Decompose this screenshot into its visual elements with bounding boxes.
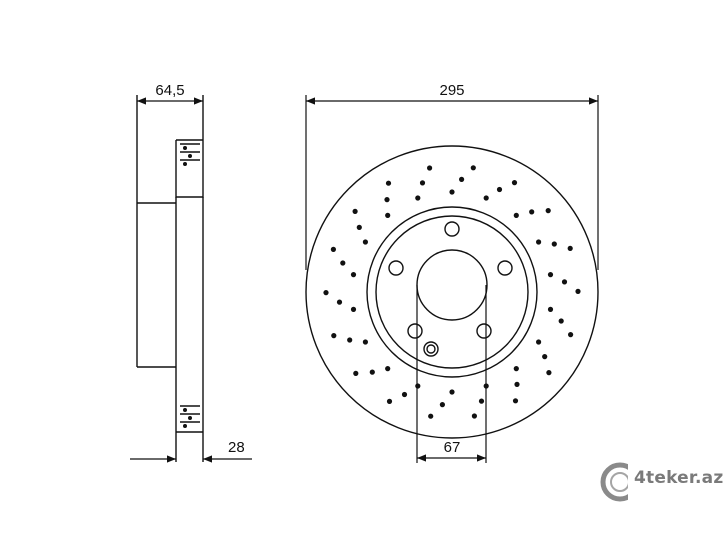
drill-hole — [536, 239, 542, 245]
drill-hole — [568, 332, 574, 338]
drill-hole — [350, 272, 357, 278]
drill-hole — [542, 354, 548, 360]
drill-hole — [385, 180, 392, 186]
drill-hole — [347, 337, 353, 343]
locating-screw-inner — [426, 344, 436, 354]
hat-outer-circle — [366, 206, 538, 378]
drill-hole — [513, 366, 519, 372]
drill-hole — [369, 369, 375, 375]
drill-hole — [545, 208, 551, 214]
ring-top — [175, 140, 204, 198]
drill-hole — [547, 272, 554, 278]
drill-hole — [439, 402, 445, 408]
drill-hole — [449, 189, 455, 195]
watermark-text: 4teker.az — [634, 468, 724, 488]
drill-hole — [427, 165, 433, 171]
drill-hole — [470, 165, 476, 171]
drill-hole — [513, 212, 519, 218]
drill-hole — [546, 370, 552, 376]
side-vent-holes — [183, 146, 192, 428]
drill-hole — [419, 180, 426, 186]
drill-hole — [575, 288, 581, 294]
drill-hole — [536, 339, 542, 345]
disc-outer-circle — [305, 145, 599, 439]
thickness-label: 28 — [228, 439, 245, 456]
drill-hole — [567, 245, 573, 251]
drill-hole — [386, 398, 393, 404]
drill-hole — [336, 299, 343, 305]
drill-hole — [561, 279, 568, 285]
side-view — [136, 95, 204, 462]
drill-hole — [385, 366, 391, 372]
vent-slots-bottom — [180, 405, 200, 423]
tire-icon — [600, 462, 644, 502]
diameter-label: 295 — [439, 82, 464, 99]
drill-hole — [459, 176, 465, 182]
drill-hole — [340, 260, 346, 266]
bolt-hole — [444, 221, 460, 237]
drill-hole — [356, 224, 362, 230]
drill-hole — [384, 197, 390, 203]
drill-hole — [496, 186, 503, 193]
drill-hole — [558, 318, 564, 324]
drill-hole — [362, 339, 368, 345]
drill-hole — [350, 306, 357, 312]
drill-hole — [385, 212, 391, 218]
vent-slots-top — [180, 143, 200, 161]
drill-hole — [353, 370, 359, 376]
drill-hole — [362, 239, 368, 245]
drill-hole — [428, 413, 434, 419]
drill-hole — [551, 241, 557, 247]
bolt-hole — [497, 260, 513, 276]
drilled-holes — [323, 165, 581, 419]
drill-hole — [352, 208, 358, 214]
drill-hole — [514, 381, 520, 387]
locating-screw-outer — [423, 341, 439, 357]
drill-hole — [512, 398, 519, 404]
drill-hole — [415, 195, 421, 201]
drill-hole — [483, 195, 489, 201]
bolt-hole — [407, 323, 423, 339]
front-view — [305, 145, 599, 439]
drill-hole — [547, 306, 554, 312]
watermark-logo: 4teker.az — [598, 458, 723, 508]
drill-hole — [331, 333, 337, 339]
drill-hole — [323, 290, 329, 296]
center-bore — [416, 249, 488, 321]
hat-width-label: 64,5 — [155, 82, 184, 99]
drill-hole — [449, 389, 455, 395]
drill-hole — [471, 413, 477, 419]
drill-hole — [529, 209, 535, 215]
hat-inner-circle — [375, 215, 529, 369]
drill-hole — [415, 383, 421, 389]
drill-hole — [401, 391, 408, 398]
drill-hole — [478, 398, 485, 404]
drill-hole — [330, 246, 336, 252]
bore-label: 67 — [444, 439, 461, 456]
drill-hole — [511, 180, 518, 186]
bolt-hole — [388, 260, 404, 276]
bolt-hole — [476, 323, 492, 339]
